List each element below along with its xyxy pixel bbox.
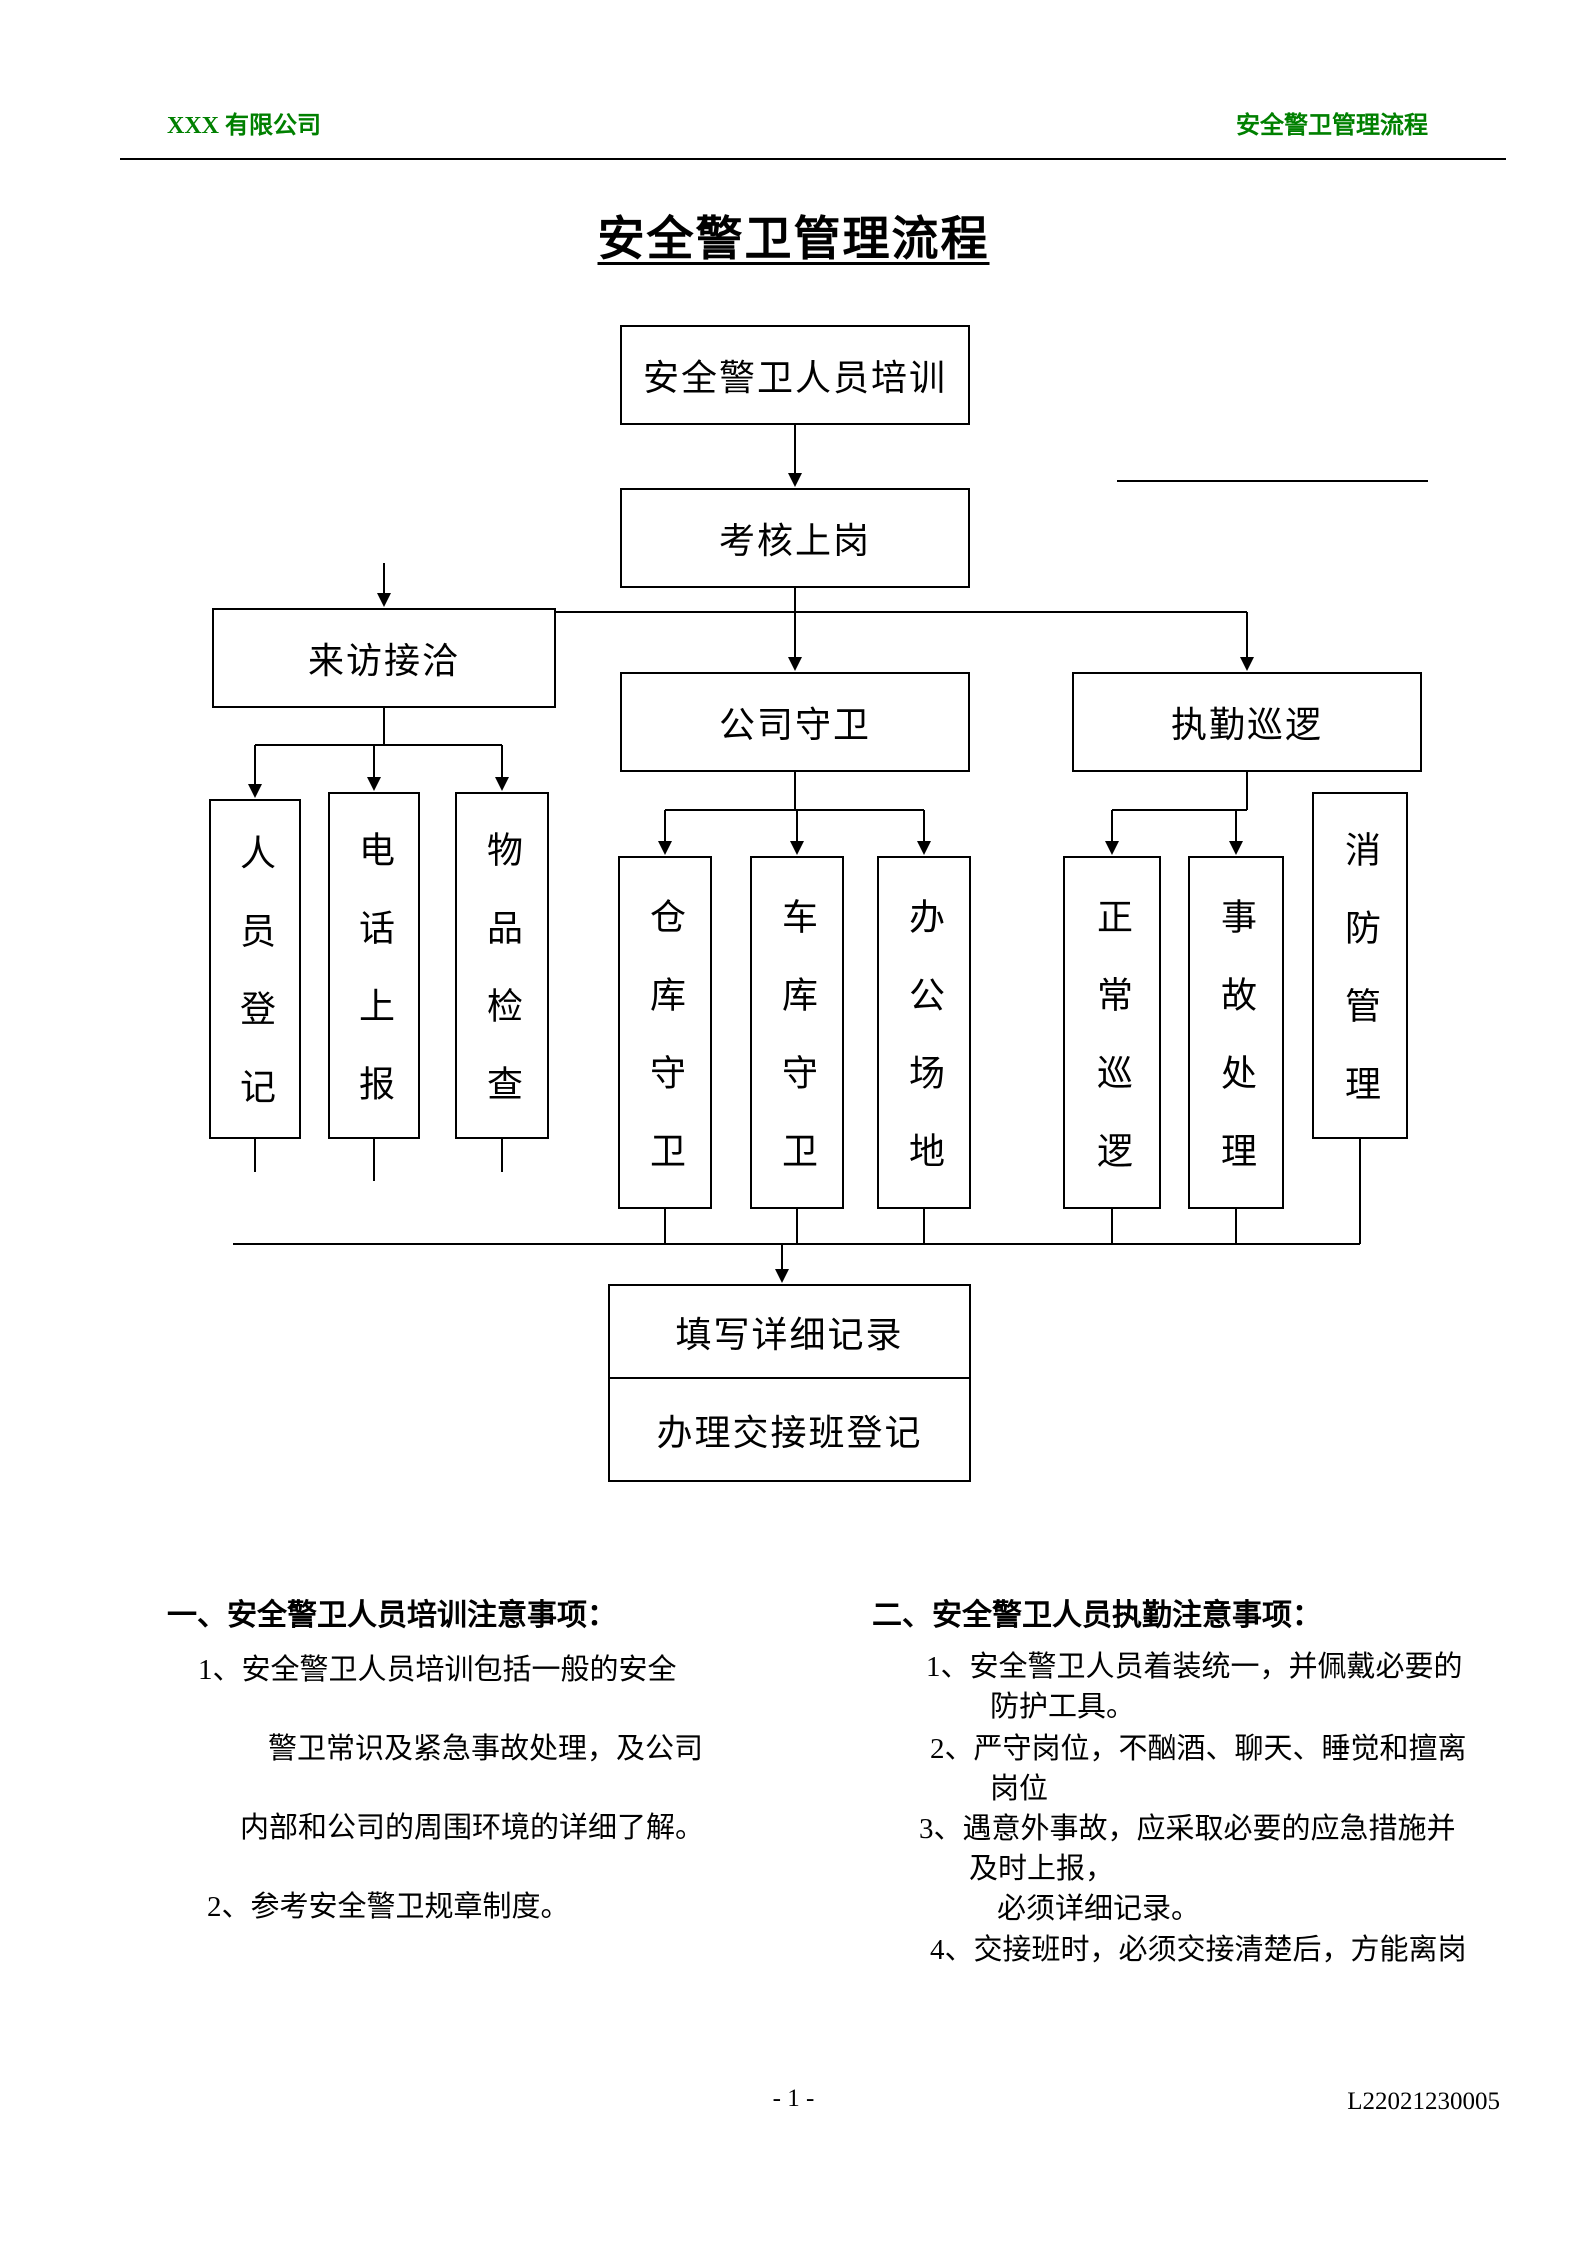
note-line: 2、参考安全警卫规章制度。	[207, 1891, 570, 1923]
note-line: 4、交接班时，必须交接清楚后，方能离岗	[930, 1934, 1467, 1966]
flow-node-warehouse-guard: 仓库守卫	[618, 856, 712, 1210]
arrowhead-office	[917, 841, 931, 855]
flow-node-visitor: 来访接洽	[212, 608, 556, 708]
flow-node-assessment: 考核上岗	[620, 488, 970, 588]
flow-node-record: 填写详细记录	[608, 1284, 971, 1379]
company-name: XXX 有限公司	[167, 113, 321, 139]
arrowhead-normal-patrol	[1105, 841, 1119, 855]
page-number: - 1 -	[772, 2085, 815, 2112]
flow-node-fire-management-label: 消防管理	[1340, 830, 1380, 1143]
note-line: 内部和公司的周围环境的详细了解。	[240, 1812, 705, 1844]
flow-node-company-guard: 公司守卫	[620, 672, 970, 772]
flow-node-fire-management: 消防管理	[1312, 792, 1408, 1143]
note-line: 3、遇意外事故，应采取必要的应急措施并	[919, 1813, 1456, 1845]
flow-node-phone-report-label: 电话上报	[354, 830, 394, 1143]
notes-right-heading: 二、安全警卫人员执勤注意事项：	[872, 1599, 1322, 1632]
note-line: 岗位	[990, 1773, 1049, 1805]
flow-node-warehouse-guard-label: 仓库守卫	[645, 897, 685, 1210]
flow-node-personnel-reg-label: 人员登记	[235, 834, 275, 1146]
arrowhead-assessment	[788, 473, 802, 487]
page-header: XXX 有限公司 安全警卫管理流程	[167, 105, 1428, 140]
note-line: 1、安全警卫人员培训包括一般的安全	[198, 1654, 677, 1686]
document-title: 安全警卫管理流程	[0, 200, 1587, 269]
arrowhead-visitor	[377, 593, 391, 607]
arrowhead-record	[775, 1269, 789, 1283]
notes-left-column: 一、安全警卫人员培训注意事项： 1、安全警卫人员培训包括一般的安全 警卫常识及紧…	[167, 1596, 787, 1927]
note-line: 及时上报，	[969, 1853, 1115, 1885]
arrowhead-garage	[790, 841, 804, 855]
flow-node-garage-guard-label: 车库守卫	[777, 897, 817, 1210]
header-doc-title: 安全警卫管理流程	[1236, 113, 1428, 139]
arrowhead-phone-report	[367, 777, 381, 791]
document-title-text: 安全警卫管理流程	[597, 214, 990, 266]
flow-node-patrol: 执勤巡逻	[1072, 672, 1422, 772]
note-line: 必须详细记录。	[997, 1893, 1201, 1925]
note-line: 警卫常识及紧急事故处理，及公司	[268, 1733, 704, 1765]
arrowhead-accident	[1229, 841, 1243, 855]
note-line: 1、安全警卫人员着装统一，并佩戴必要的	[926, 1651, 1463, 1683]
flow-node-handover: 办理交接班登记	[608, 1377, 971, 1482]
flow-node-normal-patrol-label: 正常巡逻	[1092, 897, 1132, 1210]
flow-node-garage-guard: 车库守卫	[750, 856, 844, 1210]
flow-node-phone-report: 电话上报	[328, 792, 420, 1143]
flow-node-accident-handling: 事故处理	[1188, 856, 1284, 1210]
note-line: 2、严守岗位，不酗酒、聊天、睡觉和擅离	[930, 1733, 1467, 1765]
flow-node-office-area-label: 办公场地	[904, 897, 944, 1210]
flow-node-personnel-reg: 人员登记	[209, 799, 301, 1146]
header-divider	[120, 158, 1506, 160]
note-line: 防护工具。	[990, 1691, 1136, 1723]
flow-node-item-check: 物品检查	[455, 792, 549, 1143]
notes-left-heading: 一、安全警卫人员培训注意事项：	[167, 1599, 617, 1632]
flow-node-accident-handling-label: 事故处理	[1216, 897, 1256, 1210]
arrowhead-item-check	[495, 777, 509, 791]
arrowhead-warehouse	[658, 841, 672, 855]
flow-node-item-check-label: 物品检查	[482, 830, 522, 1143]
flow-node-normal-patrol: 正常巡逻	[1063, 856, 1161, 1210]
flow-node-office-area: 办公场地	[877, 856, 971, 1210]
document-code: L22021230005	[1347, 2088, 1500, 2115]
arrowhead-company-guard	[788, 657, 802, 671]
arrowhead-patrol	[1240, 657, 1254, 671]
notes-right-column: 二、安全警卫人员执勤注意事项： 1、安全警卫人员着装统一，并佩戴必要的 防护工具…	[872, 1596, 1512, 1970]
arrowhead-personnel-reg	[248, 784, 262, 798]
flow-node-training: 安全警卫人员培训	[620, 325, 970, 425]
